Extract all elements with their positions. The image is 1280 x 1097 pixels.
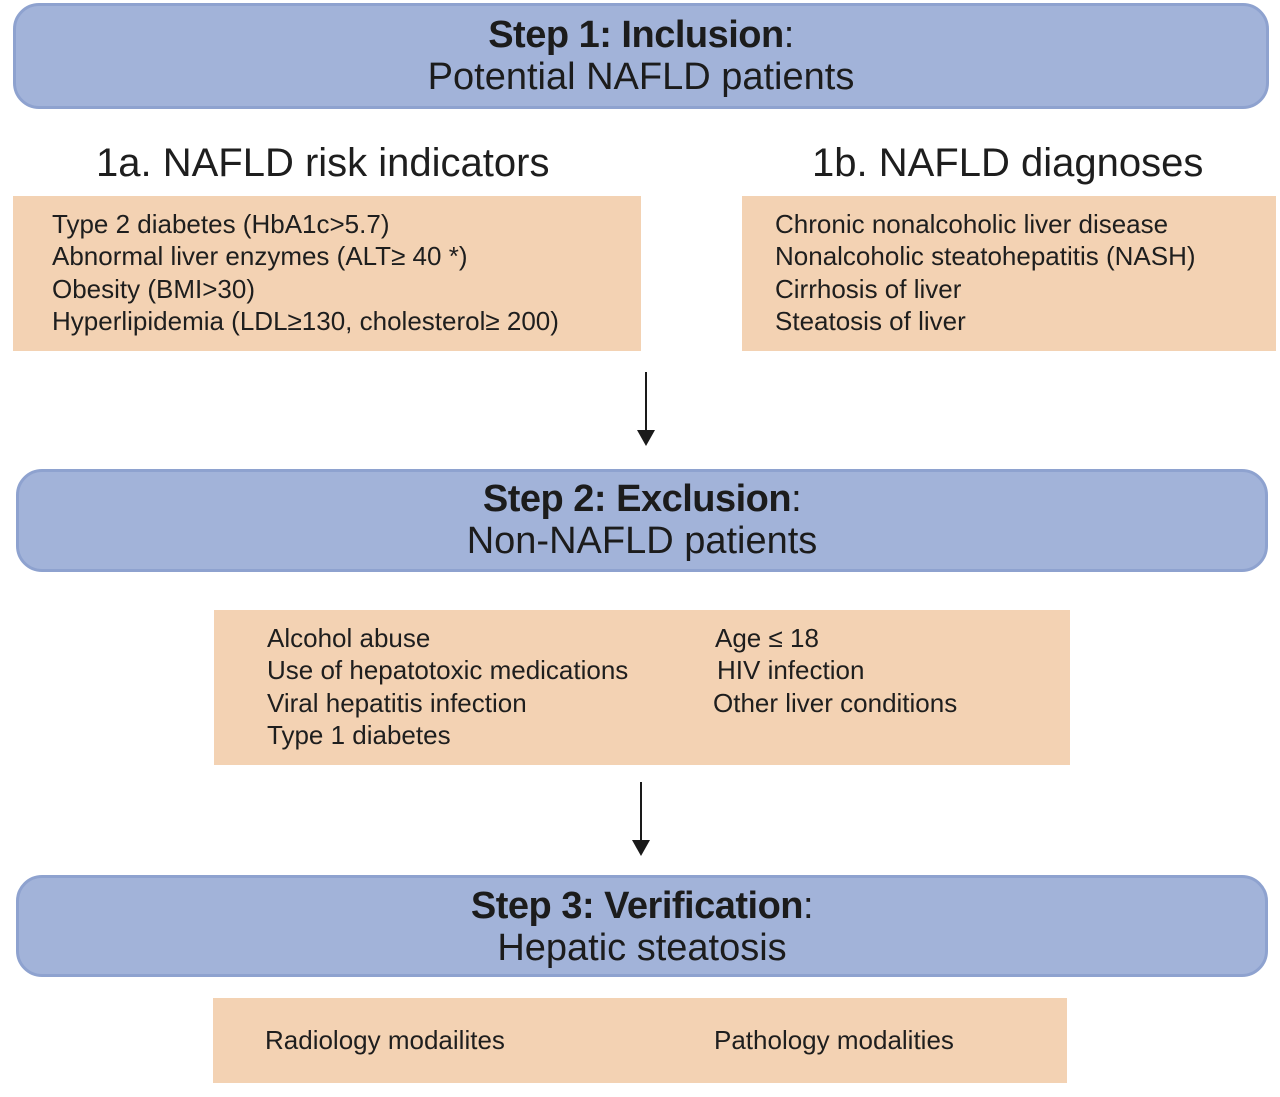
exclusion-box: Alcohol abuse Use of hepatotoxic medicat…	[214, 610, 1070, 765]
list-item: Obesity (BMI>30)	[52, 274, 256, 304]
step3-title: Step 3: Verification:	[470, 885, 814, 927]
col-a-heading: 1a. NAFLD risk indicators	[96, 141, 550, 185]
list-item: Type 2 diabetes (HbA1c>5.7)	[52, 209, 390, 239]
step1-title: Step 1: Inclusion:	[488, 14, 794, 56]
list-item: Other liver conditions	[713, 688, 958, 718]
list-item: Chronic nonalcoholic liver disease	[775, 209, 1169, 239]
verification-radiology: Radiology modailites	[265, 1025, 505, 1055]
col-b-heading: 1b. NAFLD diagnoses	[812, 141, 1204, 185]
list-item: Nonalcoholic steatohepatitis (NASH)	[775, 241, 1196, 271]
step2-box: Step 2: Exclusion: Non-NAFLD patients	[16, 469, 1268, 572]
verification-box: Radiology modailites Pathology modalitie…	[213, 998, 1067, 1083]
list-item: Hyperlipidemia (LDL≥130, cholesterol≥ 20…	[52, 306, 559, 336]
list-item: Steatosis of liver	[775, 306, 966, 336]
verification-pathology: Pathology modalities	[714, 1025, 954, 1055]
list-item: Type 1 diabetes	[267, 720, 451, 750]
list-item: Cirrhosis of liver	[775, 274, 962, 304]
step2-subtitle: Non-NAFLD patients	[466, 520, 818, 562]
col-b-box: Chronic nonalcoholic liver disease Nonal…	[742, 196, 1276, 351]
step3-subtitle: Hepatic steatosis	[497, 927, 787, 969]
list-item: Abnormal liver enzymes (ALT≥ 40 *)	[52, 241, 468, 271]
step1-subtitle: Potential NAFLD patients	[427, 56, 855, 98]
step2-title: Step 2: Exclusion:	[482, 478, 802, 520]
list-item: Viral hepatitis infection	[267, 688, 527, 718]
arrowhead-1	[637, 430, 655, 446]
list-item: HIV infection	[717, 655, 865, 685]
list-item: Age ≤ 18	[715, 623, 819, 653]
list-item: Alcohol abuse	[267, 623, 431, 653]
arrowhead-2	[632, 840, 650, 856]
list-item: Use of hepatotoxic medications	[267, 655, 629, 685]
step1-box: Step 1: Inclusion: Potential NAFLD patie…	[13, 3, 1269, 109]
arrow-down-2	[640, 782, 642, 841]
col-a-box: Type 2 diabetes (HbA1c>5.7) Abnormal liv…	[13, 196, 641, 351]
step3-box: Step 3: Verification: Hepatic steatosis	[16, 875, 1268, 977]
arrow-down-1	[645, 372, 647, 432]
